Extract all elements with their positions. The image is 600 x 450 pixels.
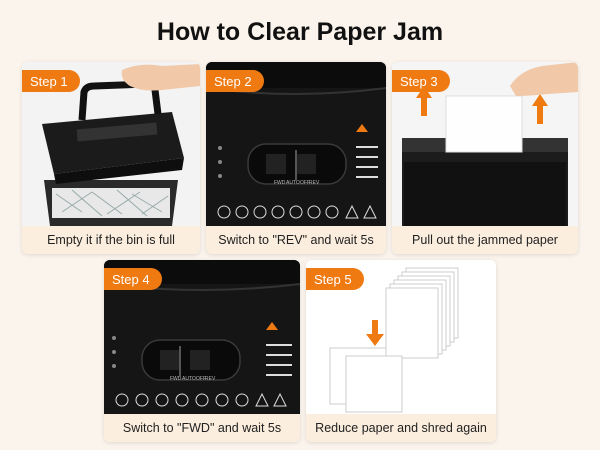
svg-text:AUTO: AUTO	[286, 180, 300, 186]
svg-text:OFF: OFF	[300, 180, 310, 186]
step-3-caption: Pull out the jammed paper	[392, 226, 578, 254]
step-1-badge: Step 1	[22, 70, 80, 92]
step-2-caption: Switch to "REV" and wait 5s	[206, 226, 386, 254]
step-4-badge: Step 4	[104, 268, 162, 290]
step-2-card: Step 2 FWD AUTO OFF REV	[206, 62, 386, 254]
step-2-badge: Step 2	[206, 70, 264, 92]
svg-text:FWD: FWD	[274, 180, 286, 186]
step-5-card: Step 5 Reduce paper an	[306, 260, 496, 442]
svg-text:AUTO: AUTO	[182, 376, 196, 382]
step-2-photo: FWD AUTO OFF REV	[206, 62, 386, 226]
step-5-badge: Step 5	[306, 268, 364, 290]
page-title: How to Clear Paper Jam	[156, 18, 444, 46]
svg-text:REV: REV	[309, 180, 320, 186]
svg-text:OFF: OFF	[196, 376, 206, 382]
step-4-photo: FWD AUTO OFF REV	[104, 260, 300, 414]
step-1-caption: Empty it if the bin is full	[22, 226, 200, 254]
step-5-caption: Reduce paper and shred again	[306, 414, 496, 442]
svg-text:FWD: FWD	[170, 376, 182, 382]
step-5-photo	[306, 260, 496, 414]
step-1-card: Step 1 Empty it if the bin is full	[22, 62, 200, 254]
step-3-badge: Step 3	[392, 70, 450, 92]
step-4-caption: Switch to "FWD" and wait 5s	[104, 414, 300, 442]
step-4-card: Step 4 FWD AUTO OFF REV	[104, 260, 300, 442]
step-1-photo	[22, 62, 200, 226]
step-3-card: Step 3 Pull out the jammed paper	[392, 62, 578, 254]
svg-text:REV: REV	[205, 376, 216, 382]
